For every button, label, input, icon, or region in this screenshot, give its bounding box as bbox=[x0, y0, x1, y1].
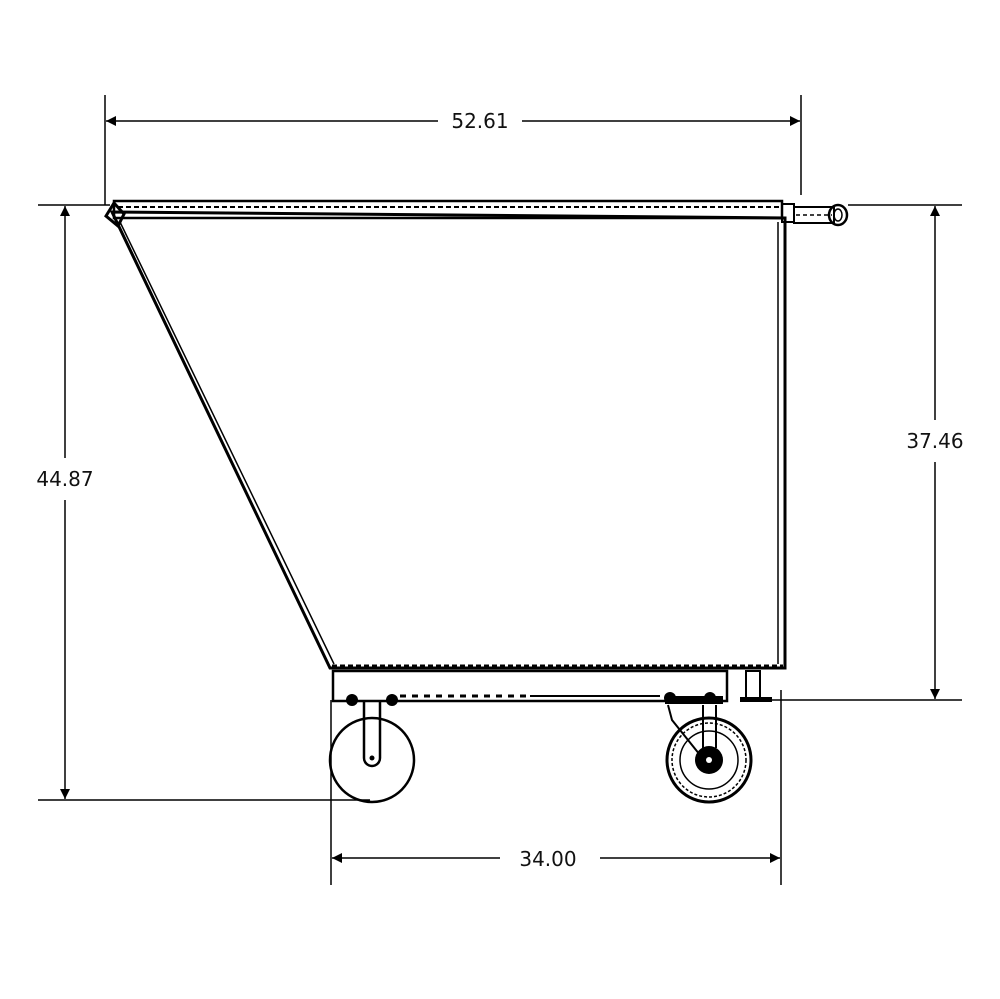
dimension-wheelbase: 34.00 bbox=[330, 690, 782, 885]
swivel-wheel bbox=[664, 692, 753, 804]
dimension-label: 52.61 bbox=[451, 109, 508, 133]
dimension-label: 37.46 bbox=[906, 429, 963, 453]
dimension-overall-height: 44.87 bbox=[36, 204, 370, 801]
bolt-icon bbox=[346, 694, 358, 706]
handle bbox=[781, 203, 849, 227]
bolt-icon bbox=[704, 692, 716, 704]
base-frame bbox=[331, 669, 772, 703]
dimension-label: 34.00 bbox=[519, 847, 576, 871]
rigid-wheel bbox=[328, 694, 416, 804]
dimension-body-height: 37.46 bbox=[772, 204, 964, 701]
bolt-icon bbox=[386, 694, 398, 706]
hopper-body bbox=[109, 210, 787, 670]
dimension-label: 44.87 bbox=[36, 467, 93, 491]
bolt-icon bbox=[664, 692, 676, 704]
dimension-overall-length: 52.61 bbox=[104, 95, 802, 205]
